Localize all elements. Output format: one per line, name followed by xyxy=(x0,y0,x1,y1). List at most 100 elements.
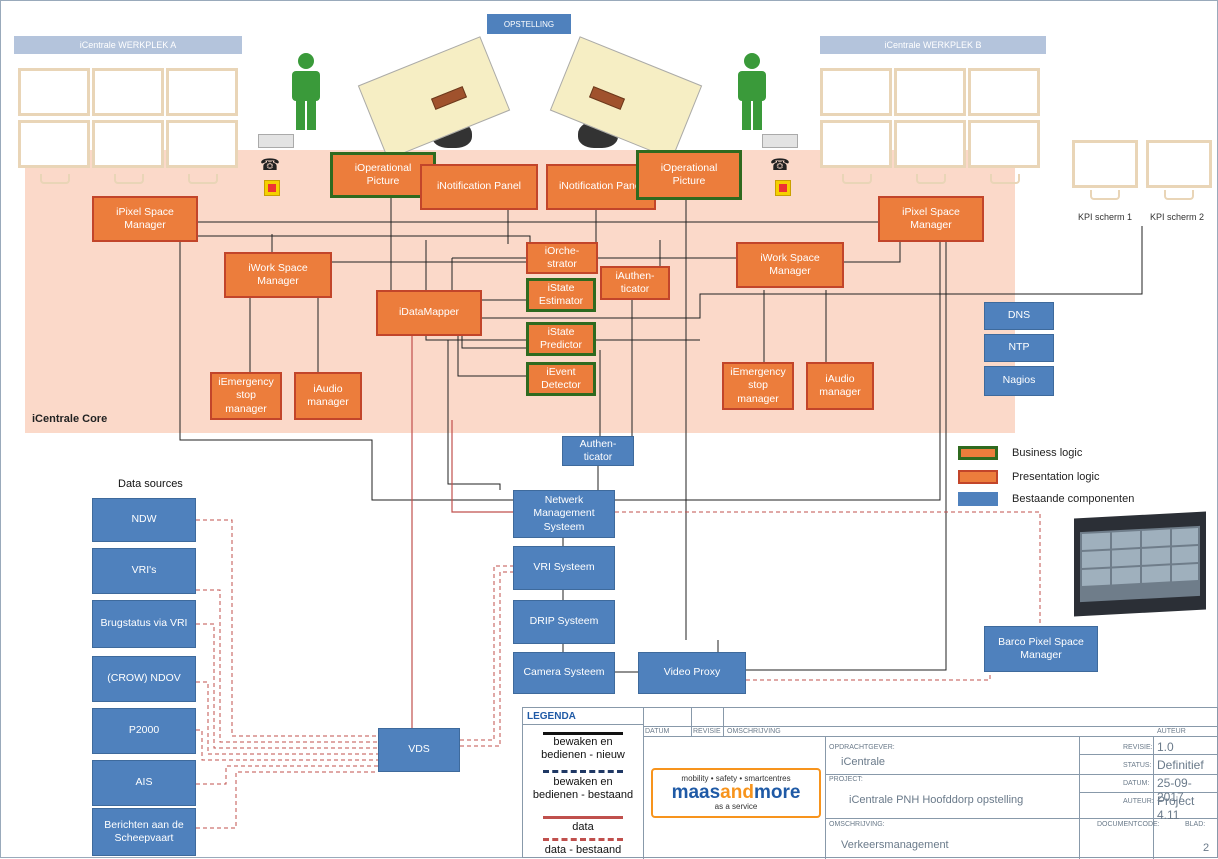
column-auteur: AUTEUR xyxy=(1157,728,1186,735)
notification-panel-left[interactable]: iNotification Panel xyxy=(420,164,538,210)
column-datum: DATUM xyxy=(645,728,670,735)
legend-business-swatch xyxy=(958,446,998,460)
status-value: Definitief xyxy=(1157,758,1204,772)
data-source-ais[interactable]: AIS xyxy=(92,760,196,806)
dns-box[interactable]: DNS xyxy=(984,302,1054,330)
revisie-value: 1.0 xyxy=(1157,740,1174,754)
operational-picture-left[interactable]: iOperational Picture xyxy=(330,152,436,198)
kpi-label-2: KPI scherm 2 xyxy=(1150,212,1205,222)
event-detector-box[interactable]: iEvent Detector xyxy=(526,362,596,396)
status-label: STATUS: xyxy=(1123,762,1152,769)
data-source-p2000[interactable]: P2000 xyxy=(92,708,196,754)
vri-system[interactable]: VRI Systeem xyxy=(513,546,615,590)
maasandmore-logo: mobility • safety • smartcentres maasand… xyxy=(651,768,821,818)
opdrachtgever-value: iCentrale xyxy=(841,756,886,768)
monitor-b5 xyxy=(894,120,966,168)
headset-icon: ☎ xyxy=(770,157,790,174)
workplace-b-header: iCentrale WERKPLEK B xyxy=(820,36,1046,54)
data-sources-title: Data sources xyxy=(118,478,183,490)
audio-manager-right[interactable]: iAudio manager xyxy=(806,362,874,410)
legend-existing-monitoring: bewaken en bedienen - bestaand xyxy=(532,776,634,802)
video-proxy[interactable]: Video Proxy xyxy=(638,652,746,694)
video-wall-photo xyxy=(1074,511,1206,617)
monitor-a6 xyxy=(166,120,238,168)
monitor-b2 xyxy=(894,68,966,116)
blad-value: 2 xyxy=(1203,842,1210,854)
monitor-a3 xyxy=(166,68,238,116)
data-source-brugstatus[interactable]: Brugstatus via VRI xyxy=(92,600,196,648)
kpi-monitor-2 xyxy=(1146,140,1212,188)
network-management-system[interactable]: Netwerk Management Systeem xyxy=(513,490,615,538)
operator-person-icon xyxy=(738,53,766,130)
headset-icon: ☎ xyxy=(260,157,280,174)
emergency-stop-manager-right[interactable]: iEmergency stop manager xyxy=(722,362,794,410)
kpi-monitor-1 xyxy=(1072,140,1138,188)
datum-value: 25-09-2017 xyxy=(1157,776,1192,804)
legend-presentation-swatch xyxy=(958,470,998,484)
iauthenticator-box[interactable]: iAuthen- ticator xyxy=(600,266,670,300)
monitor-a1 xyxy=(18,68,90,116)
nagios-box[interactable]: Nagios xyxy=(984,366,1054,396)
blad-label: BLAD: xyxy=(1185,821,1206,828)
opdrachtgever-label: OPDRACHTGEVER: xyxy=(829,744,895,751)
monitor-b6 xyxy=(968,120,1040,168)
auteur-value: Project 4.11 xyxy=(1157,794,1195,822)
monitor-stand xyxy=(40,174,70,184)
barco-pixel-space-manager[interactable]: Barco Pixel Space Manager xyxy=(984,626,1098,672)
operational-picture-right[interactable]: iOperational Picture xyxy=(636,150,742,200)
desk-phone-icon xyxy=(762,134,798,148)
omschrijving-value: Verkeersmanagement xyxy=(841,839,949,851)
monitor-a5 xyxy=(92,120,164,168)
monitor-stand xyxy=(842,174,872,184)
authenticator-box[interactable]: Authen- ticator xyxy=(562,436,634,466)
legend-existing-label: Bestaande componenten xyxy=(1012,493,1135,505)
legend-business-label: Business logic xyxy=(1012,447,1083,459)
pixel-space-manager-left[interactable]: iPixel Space Manager xyxy=(92,196,198,242)
monitor-stand xyxy=(916,174,946,184)
monitor-a2 xyxy=(92,68,164,116)
data-source-berichten[interactable]: Berichten aan de Scheepvaart xyxy=(92,808,196,856)
monitor-stand xyxy=(188,174,218,184)
legend-data: data xyxy=(572,821,594,833)
legend-new-monitoring: bewaken en bedienen - nieuw xyxy=(541,736,625,762)
monitor-b3 xyxy=(968,68,1040,116)
legend-title: LEGENDA xyxy=(527,711,576,722)
state-predictor-box[interactable]: iState Predictor xyxy=(526,322,596,356)
omschrijving-label: OMSCHRIJVING: xyxy=(829,821,885,828)
audio-manager-left[interactable]: iAudio manager xyxy=(294,372,362,420)
monitor-b1 xyxy=(820,68,892,116)
work-space-manager-left[interactable]: iWork Space Manager xyxy=(224,252,332,298)
data-source-vris[interactable]: VRI's xyxy=(92,548,196,594)
monitor-b4 xyxy=(820,120,892,168)
emergency-stop-manager-left[interactable]: iEmergency stop manager xyxy=(210,372,282,420)
vds-box[interactable]: VDS xyxy=(378,728,460,772)
monitor-stand xyxy=(1090,190,1120,200)
auteur-label: AUTEUR: xyxy=(1123,798,1154,805)
desk-phone-icon xyxy=(258,134,294,148)
monitor-a4 xyxy=(18,120,90,168)
camera-system[interactable]: Camera Systeem xyxy=(513,652,615,694)
kpi-label-1: KPI scherm 1 xyxy=(1078,212,1133,222)
monitor-stand xyxy=(114,174,144,184)
datamapper-box[interactable]: iDataMapper xyxy=(376,290,482,336)
legend-existing-swatch xyxy=(958,492,998,506)
work-space-manager-right[interactable]: iWork Space Manager xyxy=(736,242,844,288)
core-label: iCentrale Core xyxy=(32,413,108,425)
orchestrator-box[interactable]: iOrche- strator xyxy=(526,242,598,274)
column-revisie: REVISIE xyxy=(693,728,721,735)
legend-presentation-label: Presentation logic xyxy=(1012,471,1100,483)
workplace-a-header: iCentrale WERKPLEK A xyxy=(14,36,242,54)
title-block: LEGENDA bewaken en bedienen - nieuw bewa… xyxy=(522,707,1218,859)
drip-system[interactable]: DRIP Systeem xyxy=(513,600,615,644)
ntp-box[interactable]: NTP xyxy=(984,334,1054,362)
state-estimator-box[interactable]: iState Estimator xyxy=(526,278,596,312)
emergency-button-icon xyxy=(264,180,280,196)
monitor-stand xyxy=(1164,190,1194,200)
diagram-title: OPSTELLING xyxy=(487,14,571,34)
data-source-ndov[interactable]: (CROW) NDOV xyxy=(92,656,196,702)
emergency-button-icon xyxy=(775,180,791,196)
legend-data-existing: data - bestaand xyxy=(544,844,622,856)
project-label: PROJECT: xyxy=(829,776,863,783)
data-source-ndw[interactable]: NDW xyxy=(92,498,196,542)
pixel-space-manager-right[interactable]: iPixel Space Manager xyxy=(878,196,984,242)
